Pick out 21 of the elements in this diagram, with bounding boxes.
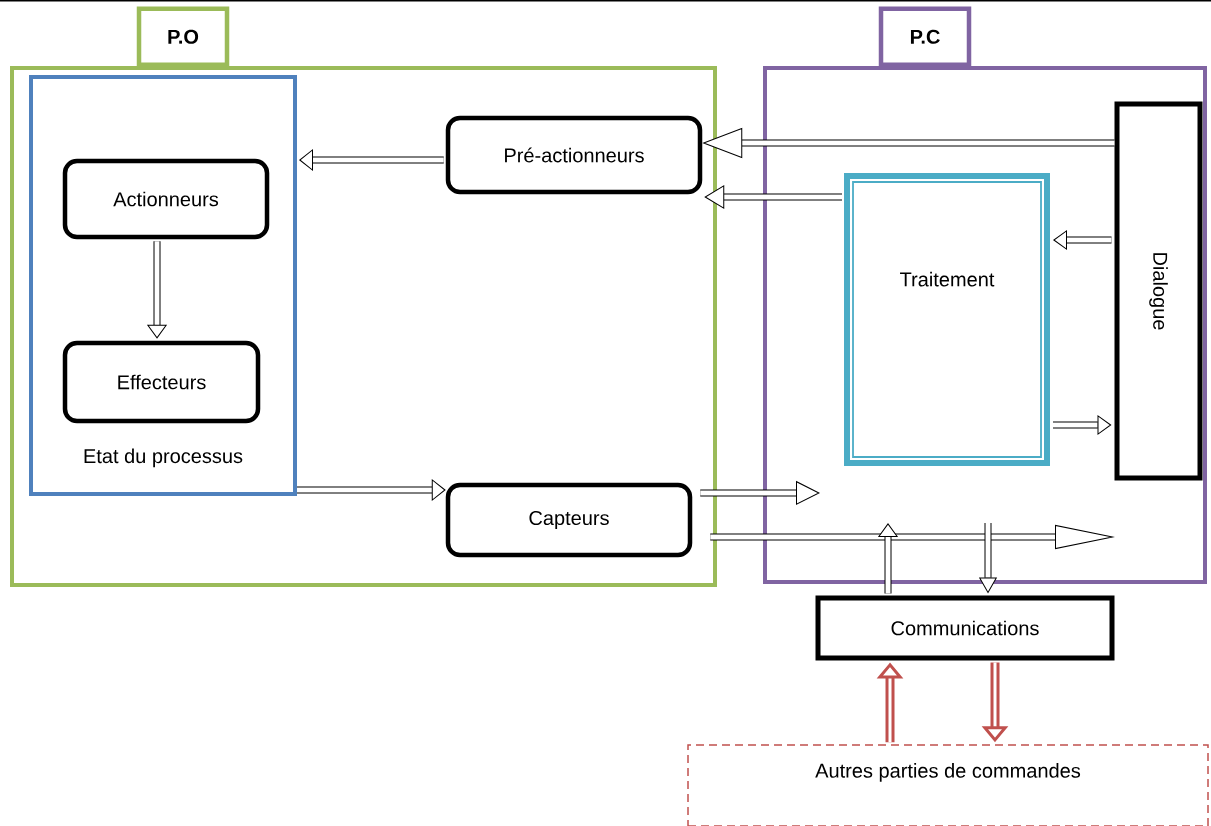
block-arrow bbox=[299, 149, 444, 171]
process-box: Traitement bbox=[844, 173, 1050, 466]
process-box: Actionneurs bbox=[62, 158, 270, 240]
block-arrow bbox=[1053, 230, 1112, 250]
block-arrow bbox=[1053, 415, 1112, 435]
block-arrow bbox=[979, 523, 997, 593]
process-box: Effecteurs bbox=[62, 340, 261, 424]
node-label: P.C bbox=[910, 29, 940, 44]
block-arrow bbox=[703, 128, 1115, 158]
process-box: Pré-actionneurs bbox=[445, 115, 703, 195]
process-box: Capteurs bbox=[445, 482, 693, 558]
block-arrow bbox=[878, 523, 898, 594]
node-label: P.O bbox=[168, 29, 199, 44]
block-arrow bbox=[704, 185, 842, 209]
process-box: Dialogue bbox=[1114, 101, 1203, 481]
block-arrow bbox=[147, 241, 167, 339]
process-box: Communications bbox=[815, 595, 1115, 661]
block-arrow bbox=[297, 479, 446, 501]
block-arrow bbox=[710, 524, 1113, 549]
block-arrow bbox=[700, 481, 820, 505]
external-box: Autres parties de commandes bbox=[687, 744, 1209, 826]
